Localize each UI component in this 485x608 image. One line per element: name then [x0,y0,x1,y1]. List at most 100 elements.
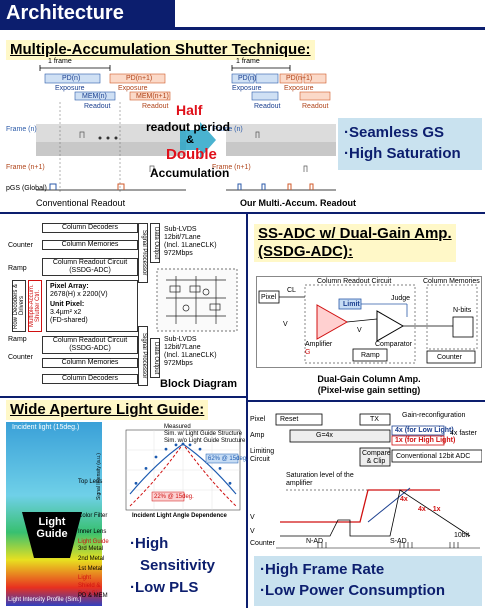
bullet-high-saturation: ·High Saturation [344,145,461,162]
ssadc-ramp: Ramp [361,352,380,359]
ssadc-col-memories: Column Memories [423,278,480,285]
col-readout-top-label: Column Readout Circuit [52,259,128,266]
guide-inner-lens: Inner Lens [78,529,107,535]
bullet-high: ·High [130,535,169,552]
guide-light-shield: Light Shield & Poly-Si [78,575,101,597]
timing-reset: Reset [280,416,299,423]
measured-point [134,481,138,485]
guide-bullets: ·High Sensitivity ·Low PLS [124,530,240,604]
ssadc-heading-line2: (SSDG-ADC): [258,243,353,260]
row-decoders: Row Decoders & Drivers [12,280,26,332]
pixel-array: Pixel Array: 2678(H) x 2200(V) Unit Pixe… [46,280,138,332]
timing-limiting: Limiting Circuit [250,448,275,463]
lvds-top-clock: (Incl. 1LaneCLK) [164,242,217,249]
measured-point [181,442,185,446]
timing-faster: 4x faster [450,430,477,437]
guide-top-lens: Top Lens [78,479,103,485]
legend-with-guide: Sim. w/ Light Guide Structure [164,431,243,437]
lvds-bottom: Sub-LVDS 12bit/7Lane (Incl. 1LaneCLK) 97… [164,336,217,368]
col-readout-bottom-ssdg: (SSDG-ADC) [69,345,111,352]
ssadc-caption-2: (Pixel-wise gain setting) [317,385,421,395]
ssadc-counter: Counter [437,354,462,361]
timing-vamp: V [250,514,255,521]
conv-frame-n1: Frame (n+1) [6,164,45,171]
measured-point [198,447,202,451]
signal-processor-top: Signal Processor [138,223,148,283]
measured-point [228,481,232,485]
counter-bottom: Counter [8,354,33,361]
transition-arrow [180,122,216,158]
col-memories-top: Column Memories [42,240,138,250]
col-memories-bottom: Column Memories [42,358,138,368]
timing-low-light: 4x (for Low Light) [395,427,454,434]
angle-xlabel: Incident Light Angle Dependence [132,513,227,519]
timing-pixel: Pixel [250,416,266,423]
double-label: Double [166,146,217,163]
block-diagram-caption: Block Diagram [160,378,238,390]
col-readout-top-ssdg: (SSDG-ADC) [69,267,111,274]
measured-point [144,467,148,470]
unit-pixel-title: Unit Pixel: [50,301,85,308]
measured-point [188,443,192,447]
bullet-low-power: ·Low Power Consumption [260,582,445,599]
pct-62: 62% @ 15deg. [208,456,248,462]
title-underline [0,27,485,30]
timing-nad: N-AD [306,538,324,545]
ssadc-heading: SS-ADC w/ Dual-Gain Amp. (SSDG-ADC): [254,224,456,262]
and-label: & [186,134,194,146]
ours-pd-n1: PD(n+1) [286,75,313,82]
accumulation-label: Accumulation [150,166,230,180]
mast-bullets: ·Seamless GS ·High Saturation [338,118,482,170]
col-decoders-top: Column Decoders [42,223,138,233]
ours-exposure-2: Exposure [284,85,314,92]
measured-point [164,447,168,451]
ours-frame-label: 1 frame [236,58,260,65]
divider-vertical [246,214,248,608]
timing-compare: Compare & Clip [362,450,391,465]
ssadc-nbits: N-bits [453,307,472,314]
conv-exposure-2: Exposure [118,85,148,92]
timing-gain-reconfig: Gain-reconfiguration [402,412,466,419]
ssadc-vpix: V [283,321,288,328]
conv-mem-n: MEM(n) [82,93,107,100]
col-decoders-bottom: Column Decoders [42,374,138,384]
timing-bullets: ·High Frame Rate ·Low Power Consumption [254,556,482,606]
guide-profile-caption: Light Intensity Profile (Sim.) [8,597,82,603]
conv-frame-n: Frame (n) [6,126,37,133]
conv-pd-n1: PD(n+1) [126,75,153,82]
unit-pixel-fd: (FD-shared) [50,317,88,324]
lvds-bottom-title: Sub-LVDS [164,336,197,343]
conventional-caption: Conventional Readout [36,198,126,208]
ssadc-caption-1: Dual-Gain Column Amp. [317,374,421,384]
page-title: Architecture [0,0,175,27]
timing-tx: TX [370,416,379,423]
ours-timing [226,65,336,191]
timing-saturation: Saturation level of the amplifier [286,472,354,487]
legend-without-guide: Sim. w/o Light Guide Structure [164,438,246,444]
angle-ylabel: Signal Intensity (a.u.) [96,453,102,500]
guide-heading: Wide Aperture Light Guide: [6,400,209,420]
ssadc-limit: Limit [343,301,360,308]
conv-exposure: Exposure [55,85,85,92]
ssadc-col-readout: Column Readout Circuit [317,278,392,285]
ours-frame-n: Frame (n) [212,126,243,133]
bullet-seamless-gs: ·Seamless GS [344,124,445,141]
measured-point [218,467,222,470]
ssadc-vamp: V [357,327,362,334]
timing-amp: Amp [250,432,265,439]
ssadc-caption: Dual-Gain Column Amp. (Pixel-wise gain s… [256,374,482,396]
readout-period-label: readout period [146,120,231,134]
data-output-top: Data Output [150,223,160,263]
multi-accum-ctrl: Multiple-Accum. Shutter Ctrl. [28,280,42,332]
ssadc-circuit [258,284,478,364]
col-readout-bottom: Column Readout Circuit (SSDG-ADC) [42,336,138,354]
timing-gamp-symbol: G [316,432,322,439]
angle-dependence-chart [125,429,241,511]
conv-frame-label: 1 frame [48,58,72,65]
guide-pd-mem: PD & MEM [78,593,108,599]
signal-processor-bottom: Signal Processor [138,326,148,386]
pct-22: 22% @ 15deg. [154,494,194,500]
lvds-top: Sub-LVDS 12bit/7Lane (Incl. 1LaneCLK) 97… [164,226,217,258]
ssadc-comparator: Comparator [375,341,412,348]
lvds-top-rate: 972Mbps [164,250,193,257]
